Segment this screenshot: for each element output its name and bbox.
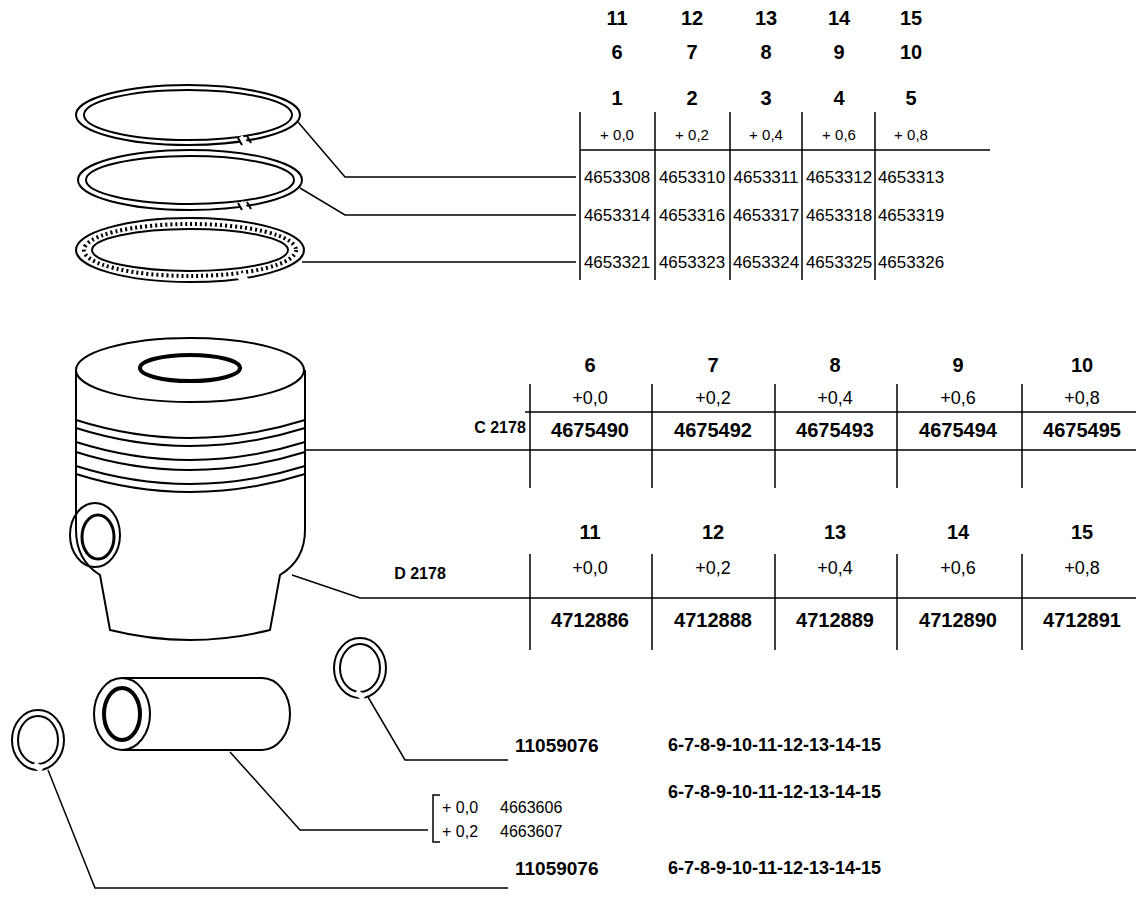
part-number: 4712888: [674, 610, 752, 630]
callout-list: 6-7-8-9-10-11-12-13-14-15: [668, 859, 881, 877]
part-number: 4675494: [919, 420, 997, 440]
part-number: 4675493: [796, 420, 874, 440]
callout-number: 9: [952, 355, 963, 375]
callout-number: 13: [824, 522, 846, 542]
callout-number: 5: [905, 88, 916, 108]
gudgeon-pin: [94, 678, 290, 750]
callout-number: 8: [760, 42, 771, 62]
part-number: 4653316: [659, 207, 725, 224]
callout-number: 4: [833, 88, 844, 108]
callout-number: 14: [828, 8, 850, 28]
oversize-value: + 0,0: [442, 800, 478, 816]
callout-list: 6-7-8-9-10-11-12-13-14-15: [668, 736, 881, 754]
part-number: 4653310: [659, 169, 725, 186]
callout-number: 7: [707, 355, 718, 375]
part-number: 4653325: [806, 254, 872, 271]
part-number: 4653321: [584, 254, 650, 271]
model-code: D 2178: [394, 566, 446, 582]
callout-number: 14: [947, 522, 969, 542]
oversize-value: +0,2: [695, 559, 731, 577]
callout-number: 11: [606, 8, 627, 28]
part-number: 4653319: [878, 207, 944, 224]
callout-number: 7: [686, 42, 697, 62]
part-number: 4653318: [806, 207, 872, 224]
callout-number: 10: [900, 42, 922, 62]
part-number: 4653323: [659, 254, 725, 271]
part-number: 4653314: [584, 207, 650, 224]
table-rule: [433, 112, 1136, 842]
oversize-value: +0,0: [572, 389, 608, 407]
model-code: C 2178: [474, 420, 526, 436]
second-ring: [78, 150, 302, 210]
part-number: 4712891: [1043, 610, 1121, 630]
oversize-value: +0,4: [817, 559, 853, 577]
part-number: 4653312: [806, 169, 872, 186]
callout-number: 12: [702, 522, 724, 542]
part-number: 11059076: [515, 859, 599, 878]
part-number: 4653317: [733, 207, 799, 224]
oil-ring: [76, 218, 304, 282]
callout-number: 15: [1071, 522, 1093, 542]
part-number: 4653313: [878, 169, 944, 186]
part-number: 4663606: [500, 800, 562, 816]
oversize-value: +0,4: [817, 389, 853, 407]
oversize-value: + 0,2: [675, 127, 709, 142]
part-number: 4712886: [551, 610, 629, 630]
part-number: 4675492: [674, 420, 752, 440]
callout-number: 13: [755, 8, 777, 28]
leader-line: [48, 122, 1136, 888]
callout-number: 8: [829, 355, 840, 375]
callout-number: 15: [900, 8, 922, 28]
part-number: 11059076: [515, 736, 599, 755]
oversize-value: +0,8: [1064, 559, 1100, 577]
callout-number: 2: [686, 88, 697, 108]
part-number: 4675495: [1043, 420, 1121, 440]
oversize-value: + 0,2: [442, 824, 478, 840]
part-number: 4653308: [584, 169, 650, 186]
oversize-value: +0,6: [940, 559, 976, 577]
circlip: [334, 638, 386, 698]
callout-list: 6-7-8-9-10-11-12-13-14-15: [668, 783, 881, 801]
callout-number: 1: [611, 88, 622, 108]
part-number: 4663607: [500, 824, 562, 840]
oversize-value: +0,2: [695, 389, 731, 407]
oversize-value: +0,8: [1064, 389, 1100, 407]
piston: [70, 338, 305, 640]
callout-number: 3: [760, 88, 771, 108]
part-number: 4675490: [551, 420, 629, 440]
part-number: 4653326: [878, 254, 944, 271]
oversize-value: + 0,8: [894, 127, 928, 142]
callout-number: 11: [579, 522, 600, 542]
oversize-value: + 0,6: [822, 127, 856, 142]
callout-number: 12: [681, 8, 703, 28]
oversize-value: +0,0: [572, 559, 608, 577]
oversize-value: + 0,4: [749, 127, 783, 142]
callout-number: 9: [833, 42, 844, 62]
part-number: 4712890: [919, 610, 997, 630]
part-number: 4653324: [733, 254, 799, 271]
callout-number: 6: [611, 42, 622, 62]
part-number: 4712889: [796, 610, 874, 630]
oversize-value: +0,6: [940, 389, 976, 407]
callout-number: 6: [584, 355, 595, 375]
compression-ring: [76, 85, 300, 145]
callout-number: 10: [1071, 355, 1093, 375]
oversize-value: + 0,0: [600, 127, 634, 142]
part-number: 4653311: [734, 169, 799, 186]
circlip: [12, 710, 64, 770]
